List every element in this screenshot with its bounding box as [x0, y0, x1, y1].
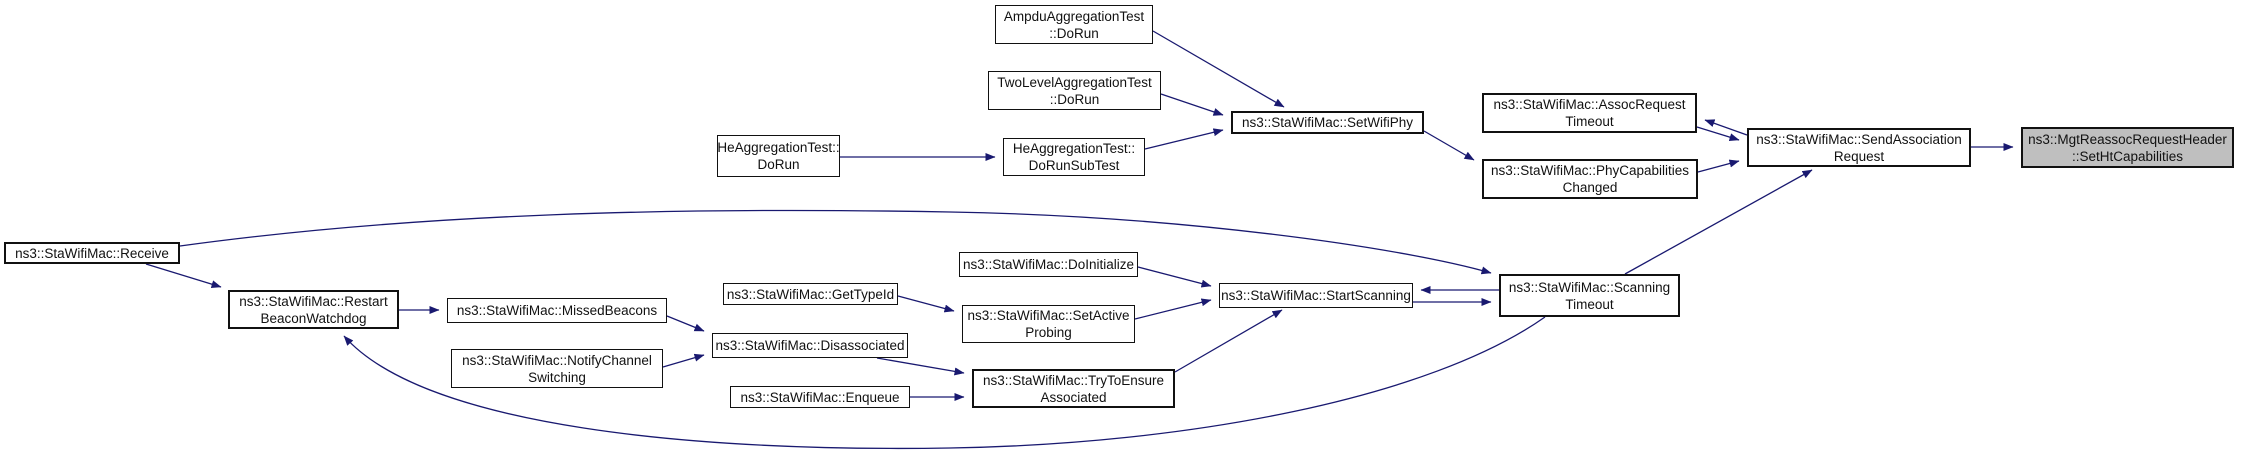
node-disassociated[interactable]: ns3::StaWifiMac::Disassociated [712, 333, 908, 358]
edge-receive-to-restartbeaconwatchdog [145, 263, 222, 289]
edge-disassociated-to-trytoensureassociated [876, 357, 965, 376]
node-label-line: ns3::StaWifiMac::MissedBeacons [456, 303, 658, 318]
node-label-line: TwoLevelAggregationTest [997, 74, 1152, 90]
edge-receive-to-scanningtimeout [179, 209, 1492, 275]
edge-trytoensureassociated-to-startscanning [1174, 309, 1283, 373]
node-ampdu-dorun[interactable]: AmpduAggregationTest::DoRun [995, 5, 1153, 44]
node-label-line: ns3::StaWifiMac::NotifyChannel [462, 352, 652, 368]
node-label-line: HeAggregationTest:: [1012, 141, 1136, 156]
node-label-line: HeAggregationTest:: [717, 140, 840, 155]
node-label-line: Associated [1040, 389, 1107, 405]
edge-notifychannelswitching-to-disassociated [662, 353, 705, 368]
node-label-line: ns3::StaWifiMac::Receive [15, 245, 169, 261]
edge-group [145, 30, 2014, 450]
edge-he-dorunsubtest-to-setwifiphy [1144, 128, 1224, 150]
edge-phycapabilitieschanged-to-sendassociationrequest [1697, 159, 1740, 173]
node-he-dorunsubtest[interactable]: HeAggregationTest::DoRunSubTest [1003, 138, 1145, 176]
edge-doinitialize-to-startscanning [1137, 266, 1212, 288]
node-label-line: DoRunSubTest [1028, 158, 1120, 173]
node-label-line: ns3::StaWifiMac::TryToEnsure [982, 372, 1165, 388]
node-label-line: BeaconWatchdog [260, 310, 367, 326]
node-setwifiphy[interactable]: ns3::StaWifiMac::SetWifiPhy [1231, 111, 1424, 134]
node-label-line: Probing [1025, 325, 1072, 340]
node-label-line: ns3::MgtReassocRequestHeader [2028, 131, 2227, 147]
node-label-line: ns3::StaWifiMac::Enqueue [740, 389, 900, 405]
node-enqueue[interactable]: ns3::StaWifiMac::Enqueue [730, 386, 910, 408]
edge-ampdu-dorun-to-setwifiphy [1152, 30, 1285, 108]
node-label-line: ns3::StaWifiMac::SetWifiPhy [1241, 115, 1414, 130]
edge-assocrequesttimeout-to-sendassociationrequest [1696, 126, 1740, 142]
node-label-line: DoRun [757, 157, 800, 172]
node-he-dorun[interactable]: HeAggregationTest::DoRun [717, 135, 840, 177]
node-gettypeid[interactable]: ns3::StaWifiMac::GetTypeId [723, 283, 898, 305]
edge-setwifiphy-to-phycapabilitieschanged [1423, 130, 1475, 161]
node-label-line: Request [1833, 148, 1885, 164]
node-label-line: ns3::StaWifiMac::Disassociated [715, 338, 905, 353]
node-label-line: Timeout [1565, 296, 1614, 312]
edge-scanningtimeout-to-restartbeaconwatchdog [343, 316, 1546, 450]
node-label-line: ::DoRun [1049, 25, 1099, 41]
edge-gettypeid-to-setactiveprobing [897, 295, 955, 313]
node-label-line: AmpduAggregationTest [1003, 8, 1145, 24]
node-label-line: ns3::StaWifiMac::DoInitialize [962, 257, 1135, 272]
node-label-line: ns3::StaWifiMac::SetActive [967, 308, 1130, 323]
node-sethtcapabilities: ns3::MgtReassocRequestHeader::SetHtCapab… [2021, 127, 2234, 168]
node-label-line: ns3::StaWifiMac::Restart [239, 293, 388, 309]
node-receive[interactable]: ns3::StaWifiMac::Receive [4, 242, 180, 264]
node-label-line: ns3::StaWifiMac::PhyCapabilities [1490, 163, 1690, 178]
node-label-line: ::SetHtCapabilities [2071, 148, 2184, 164]
node-missedbeacons[interactable]: ns3::StaWifiMac::MissedBeacons [447, 298, 667, 323]
node-twolevel-dorun[interactable]: TwoLevelAggregationTest::DoRun [988, 71, 1161, 110]
edge-missedbeacons-to-disassociated [666, 315, 705, 332]
edge-setactiveprobing-to-startscanning [1134, 298, 1212, 320]
node-label-line: ns3::StaWifiMac::Scanning [1508, 279, 1671, 295]
edge-scanningtimeout-to-sendassociationrequest [1624, 169, 1813, 275]
node-label-line: Switching [528, 369, 586, 385]
edge-twolevel-dorun-to-setwifiphy [1160, 93, 1224, 116]
node-label-line: ns3::StaWifiMac::GetTypeId [726, 286, 895, 302]
node-label-line: ns3::StaWifiMac::SendAssociation [1756, 131, 1962, 147]
node-label-line: Timeout [1565, 114, 1614, 129]
node-label-line: ::DoRun [1049, 91, 1100, 107]
node-startscanning[interactable]: ns3::StaWifiMac::StartScanning [1219, 283, 1413, 308]
edge-sendassociationrequest-to-assocrequesttimeout [1704, 119, 1748, 136]
node-label-line: Changed [1562, 180, 1618, 195]
node-label-line: ns3::StaWifiMac::AssocRequest [1493, 97, 1686, 112]
node-doinitialize[interactable]: ns3::StaWifiMac::DoInitialize [959, 252, 1138, 277]
node-label-line: ns3::StaWifiMac::StartScanning [1221, 288, 1411, 303]
